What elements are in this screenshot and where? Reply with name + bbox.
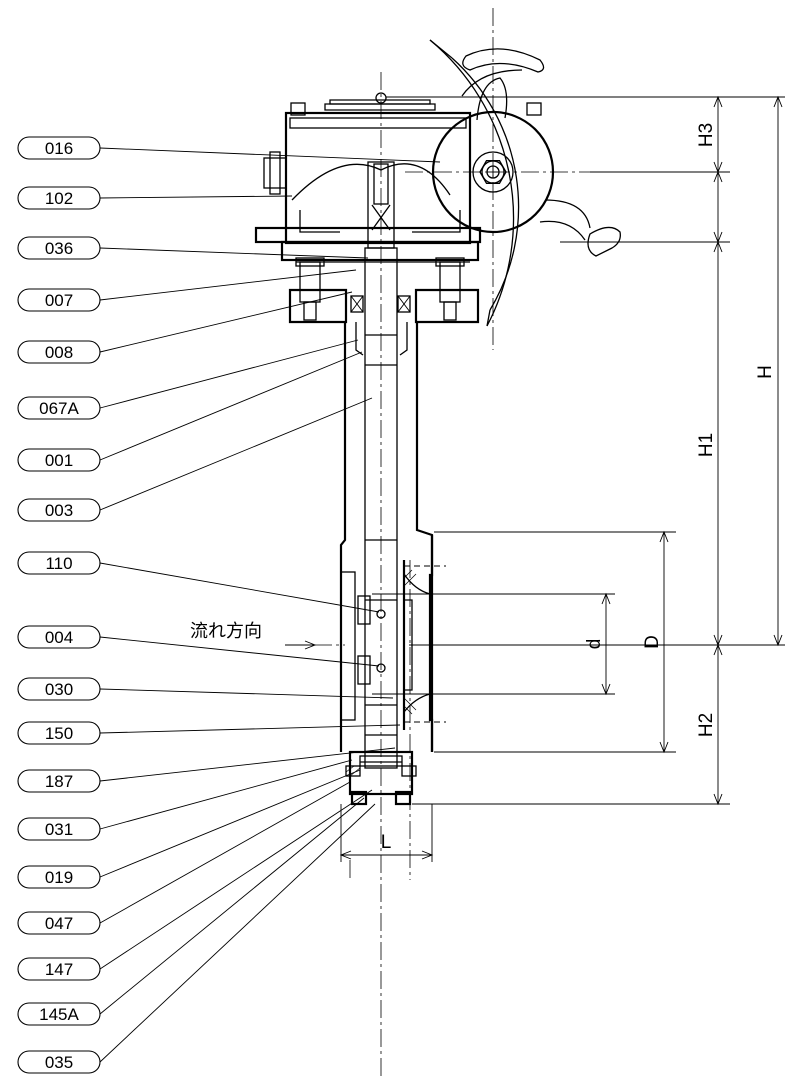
part-callout-001: 001: [17, 351, 363, 472]
part-callout-031: 031: [17, 759, 353, 841]
part-callout-036: 036: [17, 236, 369, 260]
leader-line: [99, 797, 365, 1015]
part-callout-047: 047: [17, 781, 351, 935]
part-number: 102: [45, 189, 73, 208]
bottom-cover: [345, 750, 417, 806]
part-callout-035: 035: [17, 803, 376, 1074]
dim-H: H: [755, 365, 776, 379]
part-callout-016: 016: [17, 136, 441, 163]
part-number: 001: [45, 451, 73, 470]
leader-line: [99, 247, 369, 259]
dim-L: L: [381, 832, 392, 853]
dim-H2: H2: [696, 713, 717, 737]
leader-line: [99, 562, 380, 613]
part-number: 031: [45, 820, 73, 839]
handwheel: [429, 39, 621, 327]
leader-line: [99, 397, 373, 511]
valve-body: [340, 535, 446, 752]
part-number: 067A: [39, 399, 79, 418]
part-number: 019: [45, 868, 73, 887]
leader-line: [99, 339, 359, 409]
leader-line: [99, 759, 353, 830]
part-number: 110: [45, 554, 72, 573]
leader-line: [99, 724, 401, 734]
leader-line: [99, 351, 363, 461]
part-callout-145a: 145A: [17, 797, 365, 1026]
dim-H3: H3: [696, 123, 717, 147]
dim-d: d: [584, 639, 605, 650]
leader-line: [99, 195, 293, 199]
part-callout-003: 003: [17, 397, 373, 522]
leader-line: [99, 269, 357, 301]
part-number: 187: [45, 772, 73, 791]
part-callout-007: 007: [17, 269, 357, 312]
part-callout-004: 004: [17, 625, 380, 667]
flow-direction-label: 流れ方向: [190, 621, 262, 642]
part-callout-102: 102: [17, 186, 293, 210]
leader-line: [99, 291, 353, 353]
yoke: [288, 257, 480, 752]
part-callout-008: 008: [17, 291, 353, 364]
part-number: 004: [45, 628, 73, 647]
dim-H1: H1: [696, 433, 717, 457]
part-number: 150: [45, 724, 73, 743]
part-number: 145A: [39, 1005, 79, 1024]
part-number: 030: [45, 680, 73, 699]
part-number: 047: [45, 914, 73, 933]
part-callout-110: 110: [17, 551, 380, 613]
part-callouts: 016 102 036 007 008 067A 001 003 110 004 030 150 187…: [17, 136, 441, 1074]
part-number: 036: [45, 239, 73, 258]
dimension-lines: [285, 95, 785, 862]
leader-line: [99, 747, 396, 782]
dimension-text: H3 H H1 H2 D d L 流れ方向: [190, 123, 776, 853]
part-callout-019: 019: [17, 769, 361, 889]
part-number: 008: [45, 343, 73, 362]
part-number: 035: [45, 1053, 73, 1072]
leader-line: [99, 789, 373, 970]
part-number: 003: [45, 501, 73, 520]
leader-line: [99, 688, 394, 699]
part-number: 147: [45, 960, 73, 979]
part-callout-150: 150: [17, 721, 401, 745]
leader-line: [99, 781, 351, 924]
part-callout-147: 147: [17, 789, 373, 981]
part-number: 016: [45, 139, 73, 158]
part-number: 007: [45, 291, 73, 310]
leader-line: [99, 769, 361, 878]
part-callout-187: 187: [17, 747, 396, 793]
gearbox: [254, 92, 542, 262]
leader-line: [99, 803, 376, 1063]
leader-line: [99, 636, 380, 667]
part-callout-030: 030: [17, 677, 394, 701]
dim-D: D: [642, 635, 663, 649]
part-callout-067a: 067A: [17, 339, 359, 420]
leader-line: [99, 147, 441, 163]
